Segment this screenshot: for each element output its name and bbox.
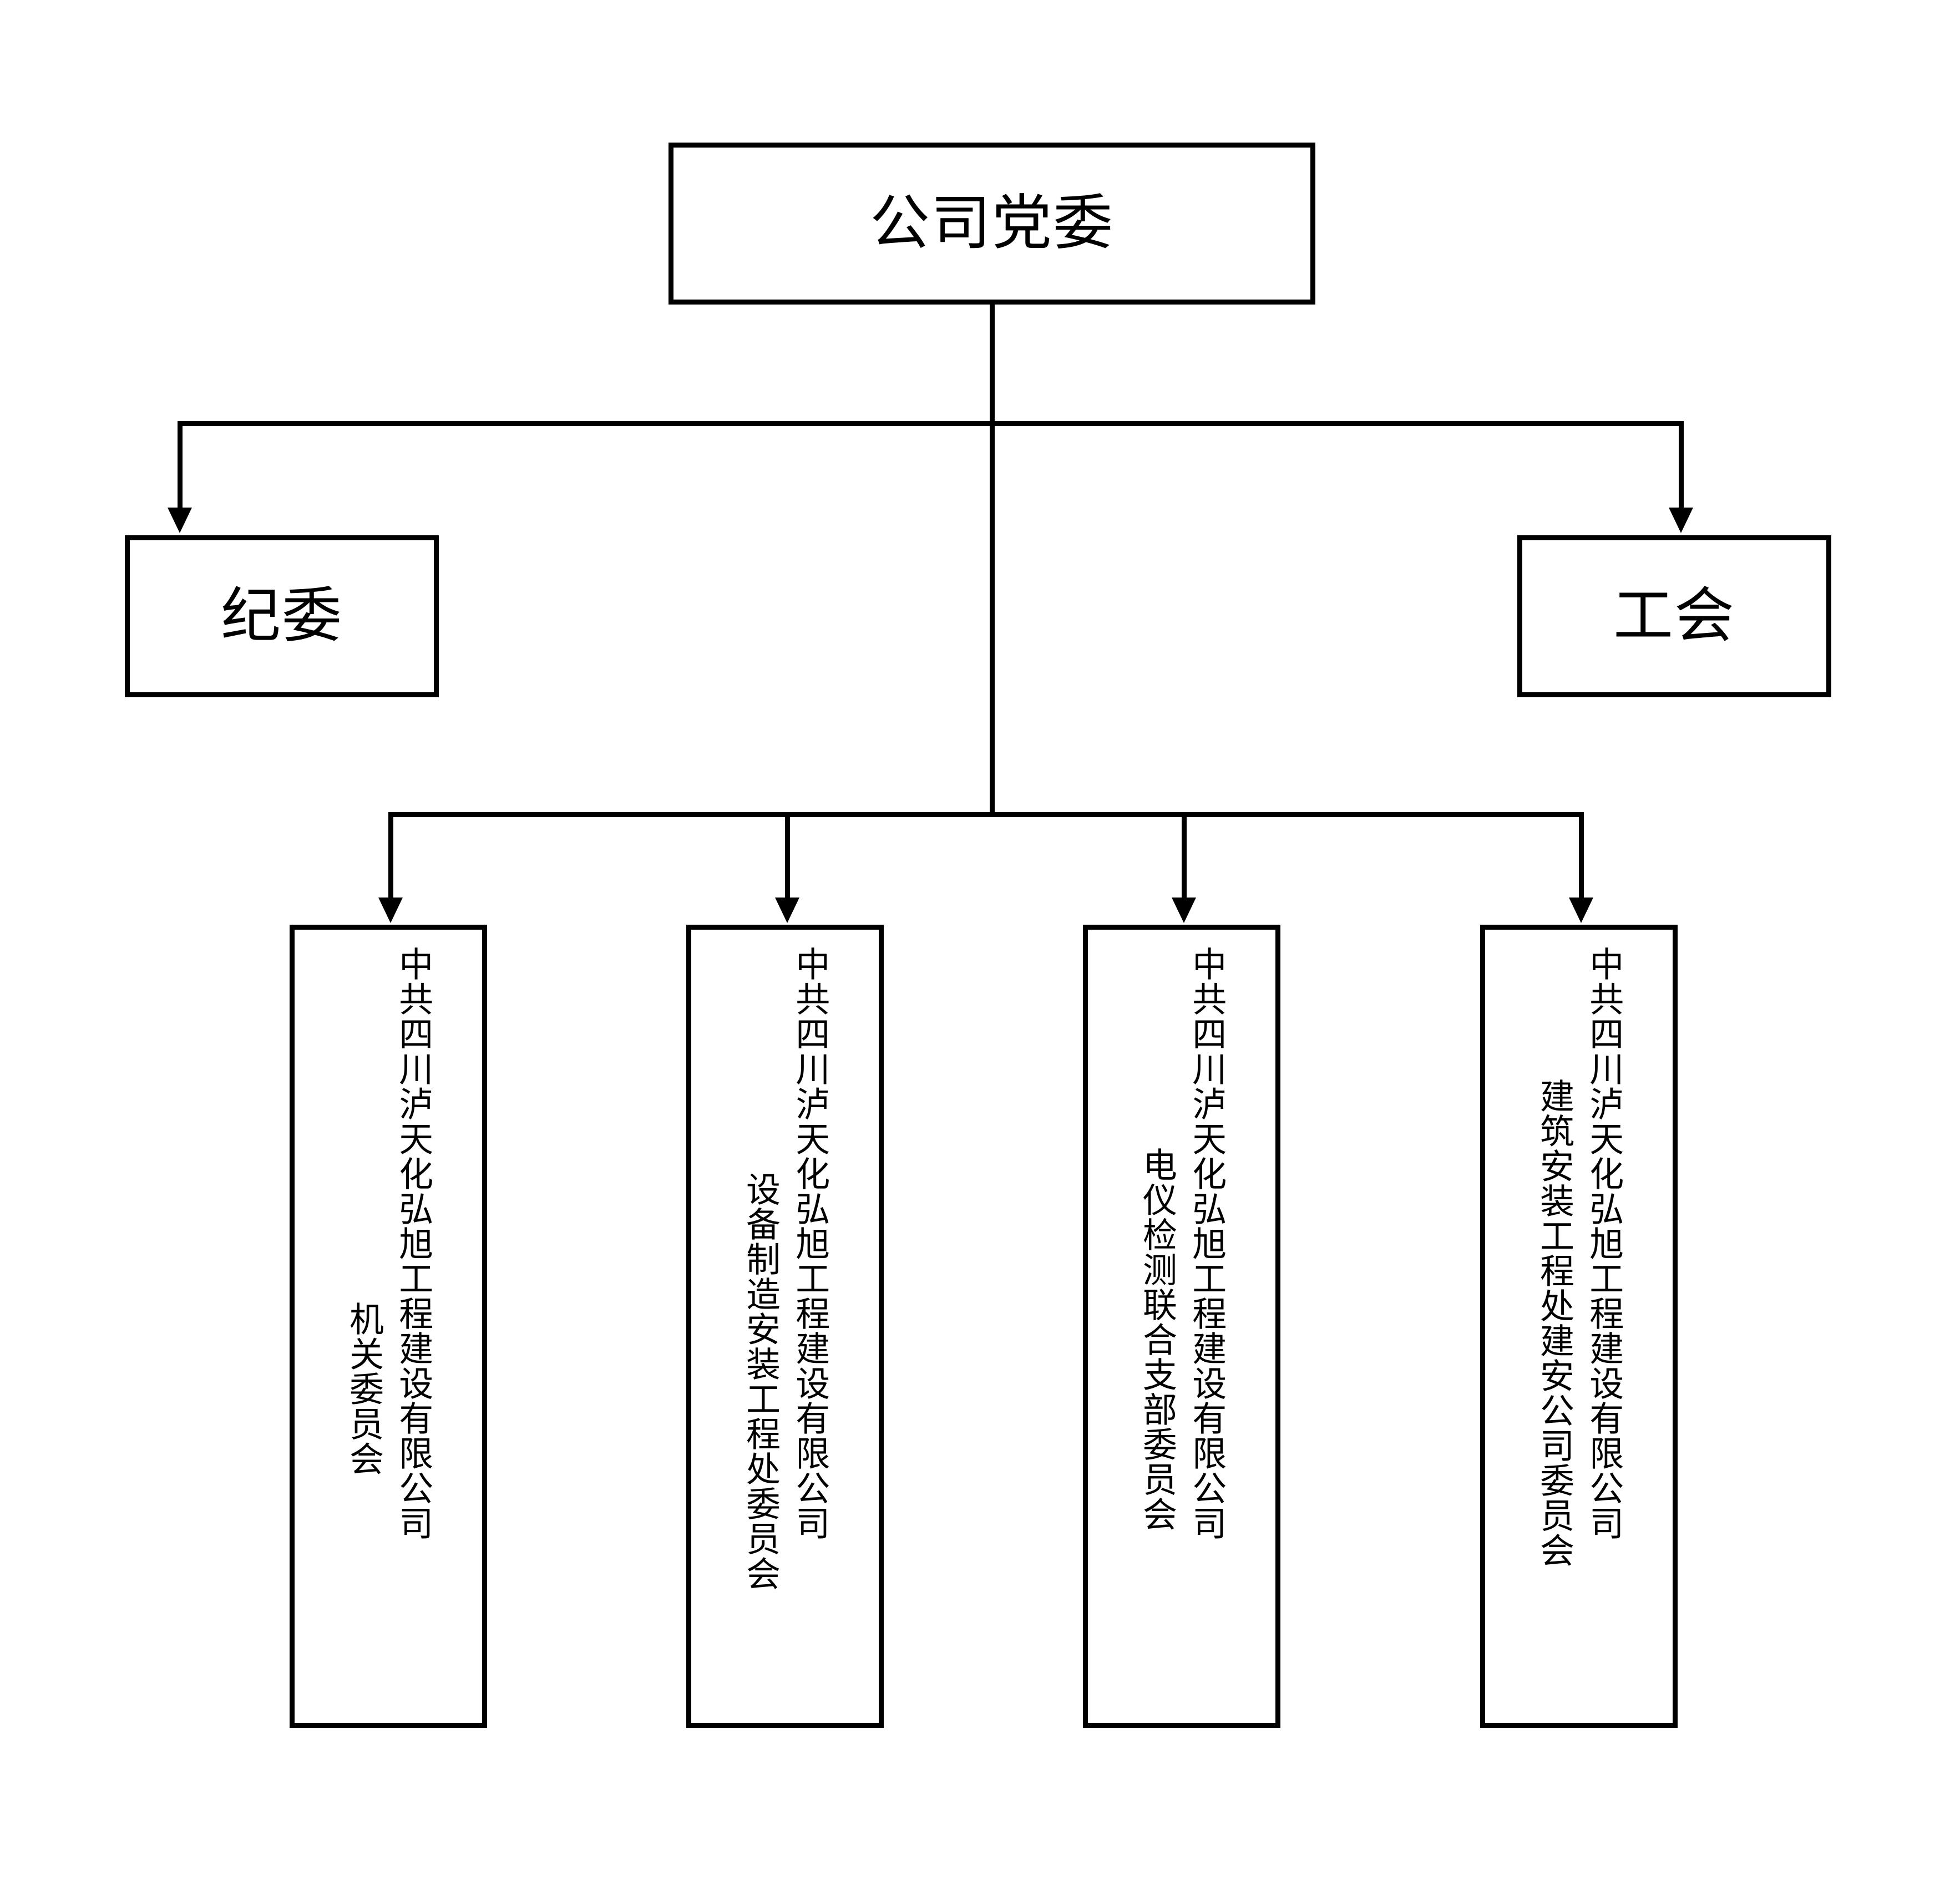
node-company-branch-2: 中共四川泸天化弘旭工程建设有限公司 (789, 946, 830, 1540)
connector-drop-branch-4 (1579, 812, 1584, 900)
connector-drop-branch-3 (1182, 812, 1187, 900)
arrowhead-branch-3 (1172, 898, 1196, 923)
node-company-branch-1: 中共四川泸天化弘旭工程建设有限公司 (393, 946, 434, 1540)
node-company-branch-4: 中共四川泸天化弘旭工程建设有限公司 (1583, 946, 1624, 1540)
arrowhead-gonghui (1669, 508, 1693, 533)
connector-drop-jiwei (178, 421, 183, 510)
node-label-level2-1: 工会 (1613, 581, 1735, 651)
connector-drop-branch-1 (388, 812, 393, 900)
node-branch-construction-installation[interactable]: 建筑安装工程处建安公司委员会 中共四川泸天化弘旭工程建设有限公司 (1480, 925, 1678, 1728)
arrowhead-jiwei (168, 508, 192, 533)
node-company-party-committee[interactable]: 公司党委 (668, 143, 1315, 305)
node-unit-branch-4: 建筑安装工程处建安公司委员会 (1534, 1078, 1574, 1568)
connector-level2-bus (178, 421, 1684, 426)
node-labor-union[interactable]: 工会 (1517, 535, 1831, 697)
connector-root-trunk-lower (990, 426, 995, 814)
arrowhead-branch-1 (378, 898, 403, 923)
node-unit-branch-1: 机关委员会 (343, 1301, 384, 1476)
node-company-branch-3: 中共四川泸天化弘旭工程建设有限公司 (1186, 946, 1227, 1540)
arrowhead-branch-4 (1569, 898, 1593, 923)
node-discipline-inspection-commission[interactable]: 纪委 (125, 535, 439, 697)
node-label-level2-0: 纪委 (220, 581, 343, 651)
connector-drop-gonghui (1679, 421, 1684, 510)
arrowhead-branch-2 (775, 898, 799, 923)
node-branch-electrical-instrument-testing[interactable]: 电仪检测联合支部委员会 中共四川泸天化弘旭工程建设有限公司 (1083, 925, 1280, 1728)
node-unit-branch-2: 设备制造安装工程处委员会 (740, 1172, 781, 1591)
node-unit-branch-3: 电仪检测联合支部委员会 (1137, 1147, 1177, 1532)
connector-root-trunk-upper (990, 304, 995, 426)
node-branch-equipment-manufacturing-installation[interactable]: 设备制造安装工程处委员会 中共四川泸天化弘旭工程建设有限公司 (686, 925, 884, 1728)
node-branch-organ-committee[interactable]: 机关委员会 中共四川泸天化弘旭工程建设有限公司 (290, 925, 487, 1728)
node-label-root: 公司党委 (869, 188, 1114, 258)
connector-drop-branch-2 (785, 812, 790, 900)
connector-level3-bus (388, 812, 1584, 817)
